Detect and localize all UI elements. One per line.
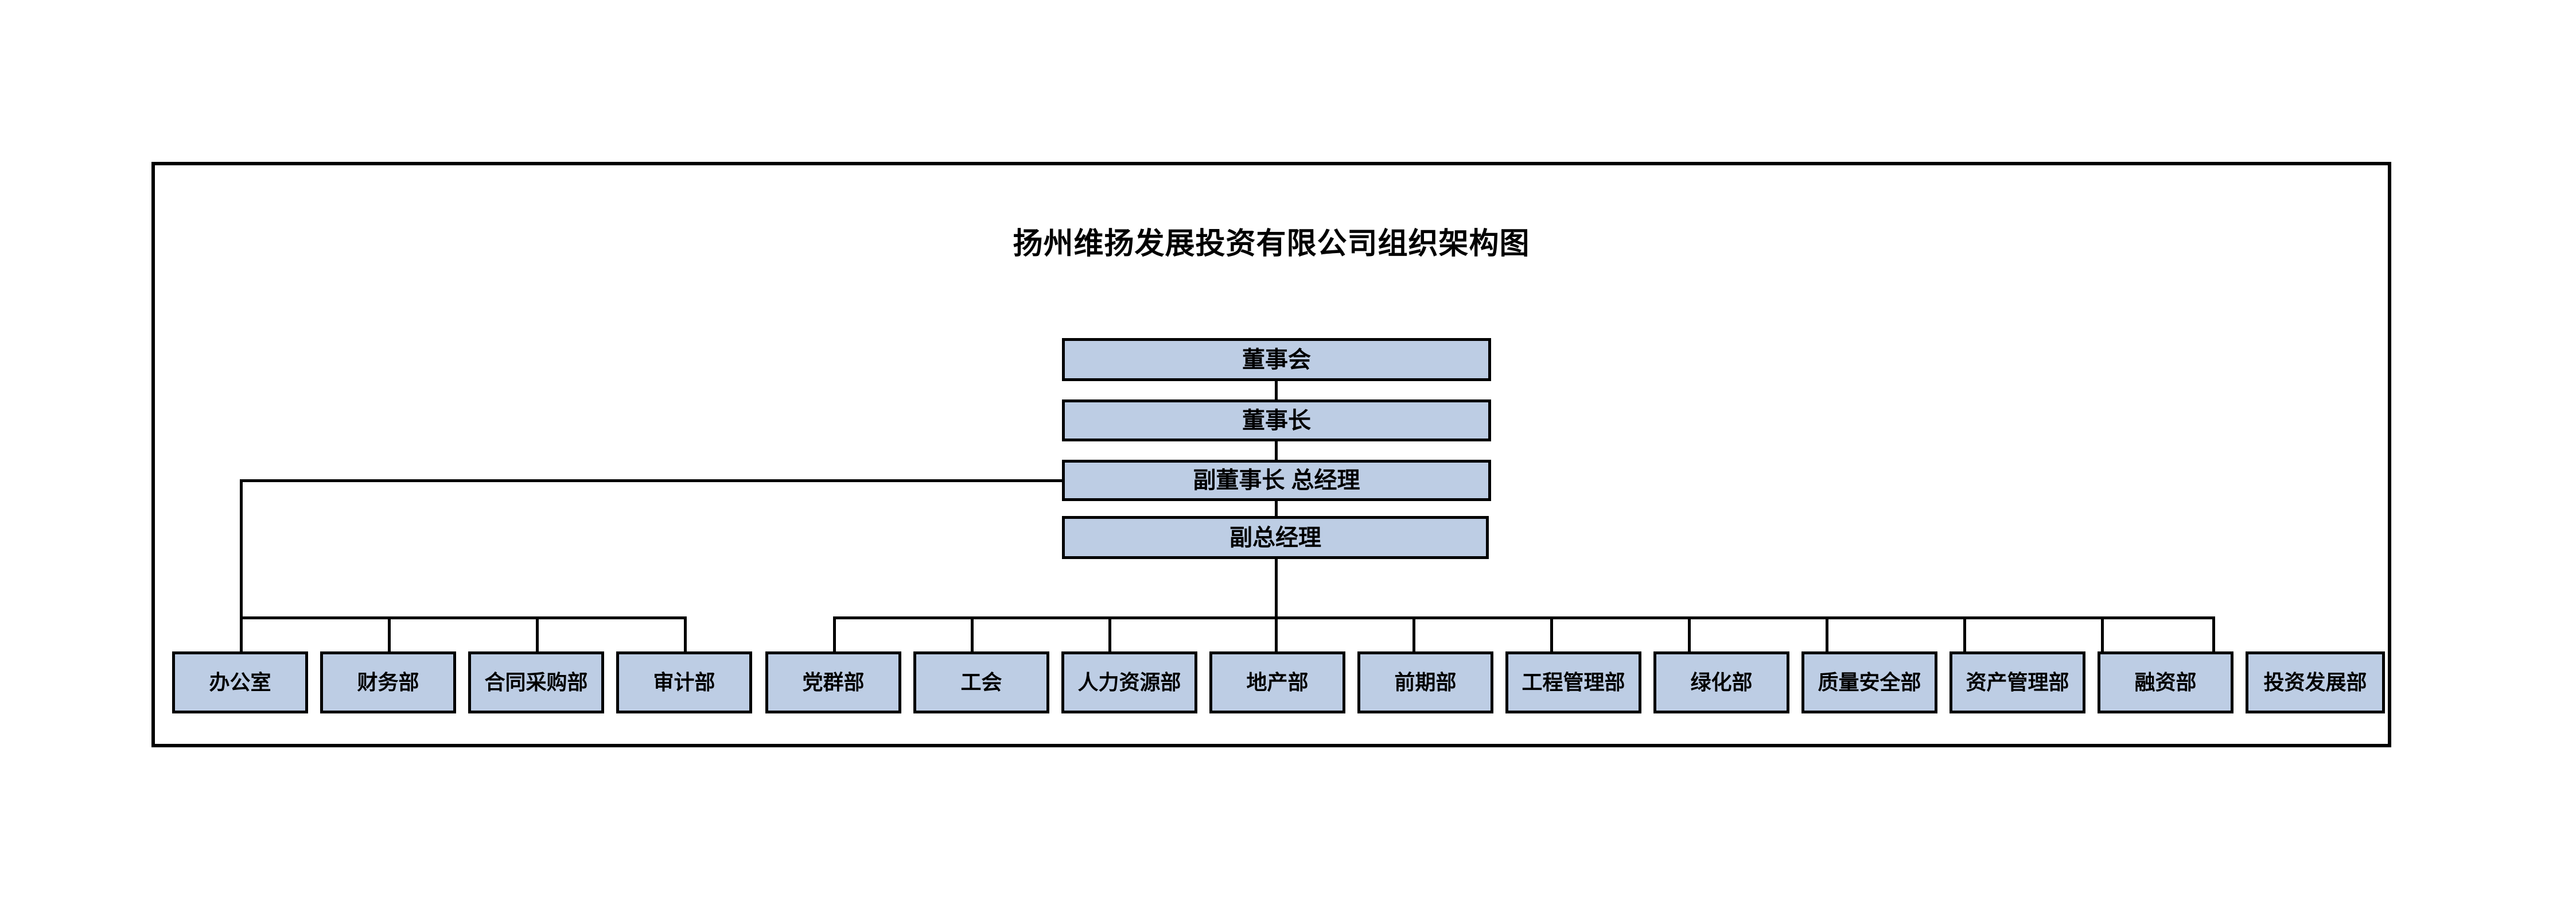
connector-left-branch-vertical [240,479,243,618]
bus-bar-left [240,616,686,619]
dept-box-asset-management[interactable]: 资产管理部 [1949,651,2085,713]
dept-box-engineering-management[interactable]: 工程管理部 [1505,651,1641,713]
drop-stub-asset-management [1963,616,1966,654]
node-chairman[interactable]: 董事长 [1062,399,1491,441]
connector-left-branch-horizontal [240,479,1064,482]
drop-stub-labor-union [971,616,974,654]
drop-stub-engineering-management [1550,616,1553,654]
drop-stub-office [240,616,243,654]
connector-chairman-to-vice-chairman [1275,440,1278,461]
drop-stub-investment-development [2212,616,2215,654]
dept-box-party-affairs[interactable]: 党群部 [765,651,901,713]
drop-stub-party-affairs [833,616,836,654]
dept-box-financing[interactable]: 融资部 [2098,651,2233,713]
dept-box-quality-safety[interactable]: 质量安全部 [1801,651,1937,713]
dept-box-audit[interactable]: 审计部 [616,651,752,713]
dept-box-preliminary[interactable]: 前期部 [1357,651,1493,713]
dept-box-contract-procurement[interactable]: 合同采购部 [468,651,604,713]
drop-stub-audit [684,616,687,654]
dept-box-real-estate[interactable]: 地产部 [1209,651,1345,713]
drop-stub-finance [388,616,391,654]
connector-board-to-chairman [1275,380,1278,401]
dept-box-greening[interactable]: 绿化部 [1653,651,1789,713]
drop-stub-greening [1688,616,1691,654]
dept-box-human-resources[interactable]: 人力资源部 [1061,651,1197,713]
connector-deputy-to-bus-bar [1275,558,1278,618]
drop-stub-real-estate [1275,616,1278,654]
drop-stub-contract-procurement [536,616,539,654]
node-board-of-directors[interactable]: 董事会 [1062,338,1491,381]
drop-stub-preliminary [1412,616,1415,654]
chart-frame: 扬州维扬发展投资有限公司组织架构图 董事会 董事长 副董事长 总经理 副总经理 [151,162,2391,747]
node-vice-chairman-general-manager[interactable]: 副董事长 总经理 [1062,460,1491,501]
bus-bar-right [833,616,2212,619]
dept-box-investment-development[interactable]: 投资发展部 [2246,651,2385,713]
drop-stub-financing [2101,616,2104,654]
connector-vice-chairman-to-deputy [1275,500,1278,517]
dept-box-office[interactable]: 办公室 [172,651,308,713]
drop-stub-human-resources [1108,616,1111,654]
drop-stub-quality-safety [1826,616,1828,654]
dept-box-finance[interactable]: 财务部 [320,651,456,713]
page-title: 扬州维扬发展投资有限公司组织架构图 [1013,227,1530,261]
dept-box-labor-union[interactable]: 工会 [913,651,1049,713]
node-deputy-general-manager[interactable]: 副总经理 [1062,516,1489,559]
